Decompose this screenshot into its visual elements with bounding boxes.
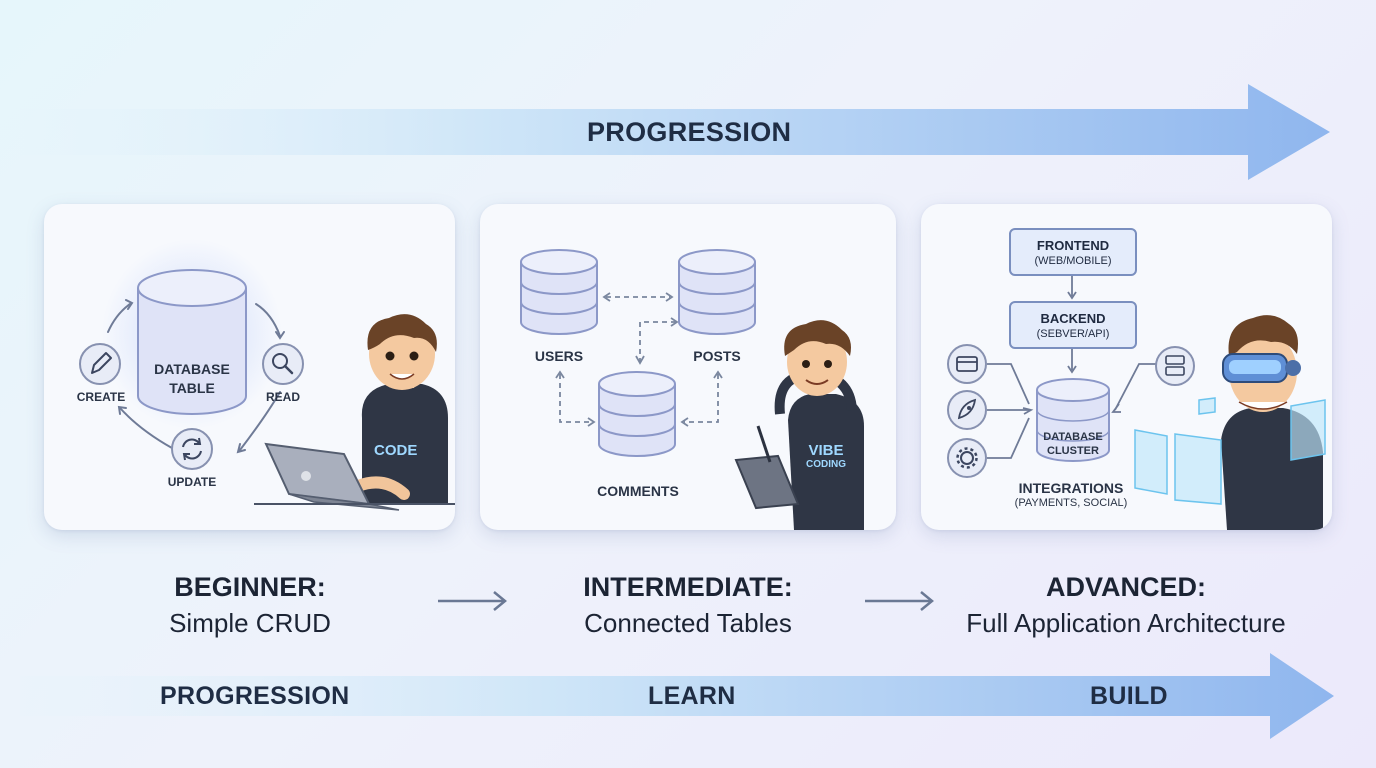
top-banner-label: PROGRESSION — [587, 117, 792, 147]
integrations-label: INTEGRATIONS — [1018, 480, 1124, 496]
bottom-banner-middle-label: LEARN — [648, 682, 736, 710]
advanced-illustration — [947, 274, 1326, 530]
laptop-icon — [254, 442, 455, 511]
posts-db-icon — [678, 249, 756, 335]
rocket-icon — [947, 390, 987, 430]
database-cluster-icon — [1036, 378, 1110, 462]
backend-box: BACKEND (SEBVER/API) — [1009, 301, 1137, 349]
tablet-icon — [734, 425, 800, 510]
posts-label: POSTS — [693, 348, 741, 364]
frontend-box: FRONTEND (WEB/MOBILE) — [1009, 228, 1137, 276]
bottom-banner-left-label: PROGRESSION — [160, 682, 350, 710]
integrations-sub-label: (PAYMENTS, SOCIAL) — [1014, 497, 1128, 509]
beginner-illustration — [79, 239, 455, 511]
shirt-code-label: CODE — [374, 442, 418, 459]
beginner-title: BEGINNER: — [174, 572, 326, 602]
advanced-card: FRONTEND (WEB/MOBILE) BACKEND (SEBVER/AP… — [921, 204, 1332, 530]
bottom-banner-arrow — [20, 653, 1334, 739]
intermediate-subtitle: Connected Tables — [584, 608, 792, 638]
beginner-coder-avatar — [352, 314, 448, 504]
hoodie-label: VIBE CODING — [806, 442, 846, 470]
comments-label: COMMENTS — [597, 483, 679, 499]
update-label: UPDATE — [167, 475, 217, 489]
hologram-panels — [1134, 397, 1326, 505]
comments-db-icon — [598, 371, 676, 457]
advanced-subtitle: Full Application Architecture — [966, 608, 1286, 638]
advanced-title: ADVANCED: — [1046, 572, 1206, 602]
card-icon — [947, 344, 987, 384]
gear-icon — [947, 438, 987, 478]
users-label: USERS — [534, 348, 584, 364]
intermediate-title: INTERMEDIATE: — [583, 572, 793, 602]
database-table-icon — [137, 269, 247, 415]
server-icon — [1155, 346, 1195, 386]
arrow-1-icon — [438, 591, 507, 611]
arrow-2-icon — [865, 591, 934, 611]
create-label: CREATE — [76, 390, 126, 404]
intermediate-card: USERS POSTS COMMENTS VIBE CODING — [480, 204, 896, 530]
users-db-icon — [520, 249, 598, 335]
top-banner-arrow — [20, 84, 1330, 180]
magnifier-icon — [262, 343, 304, 385]
vr-headset-icon — [1222, 353, 1301, 383]
bottom-banner-right-label: BUILD — [1090, 682, 1168, 710]
read-label: READ — [265, 390, 300, 404]
intermediate-coder-avatar — [774, 320, 864, 530]
bottom-progression-banner: PROGRESSION LEARN BUILD — [0, 653, 1376, 741]
refresh-icon — [171, 428, 213, 470]
beginner-subtitle: Simple CRUD — [169, 608, 331, 638]
pencil-icon — [79, 343, 121, 385]
top-progression-banner: PROGRESSION — [0, 82, 1376, 182]
intermediate-illustration — [520, 249, 864, 530]
